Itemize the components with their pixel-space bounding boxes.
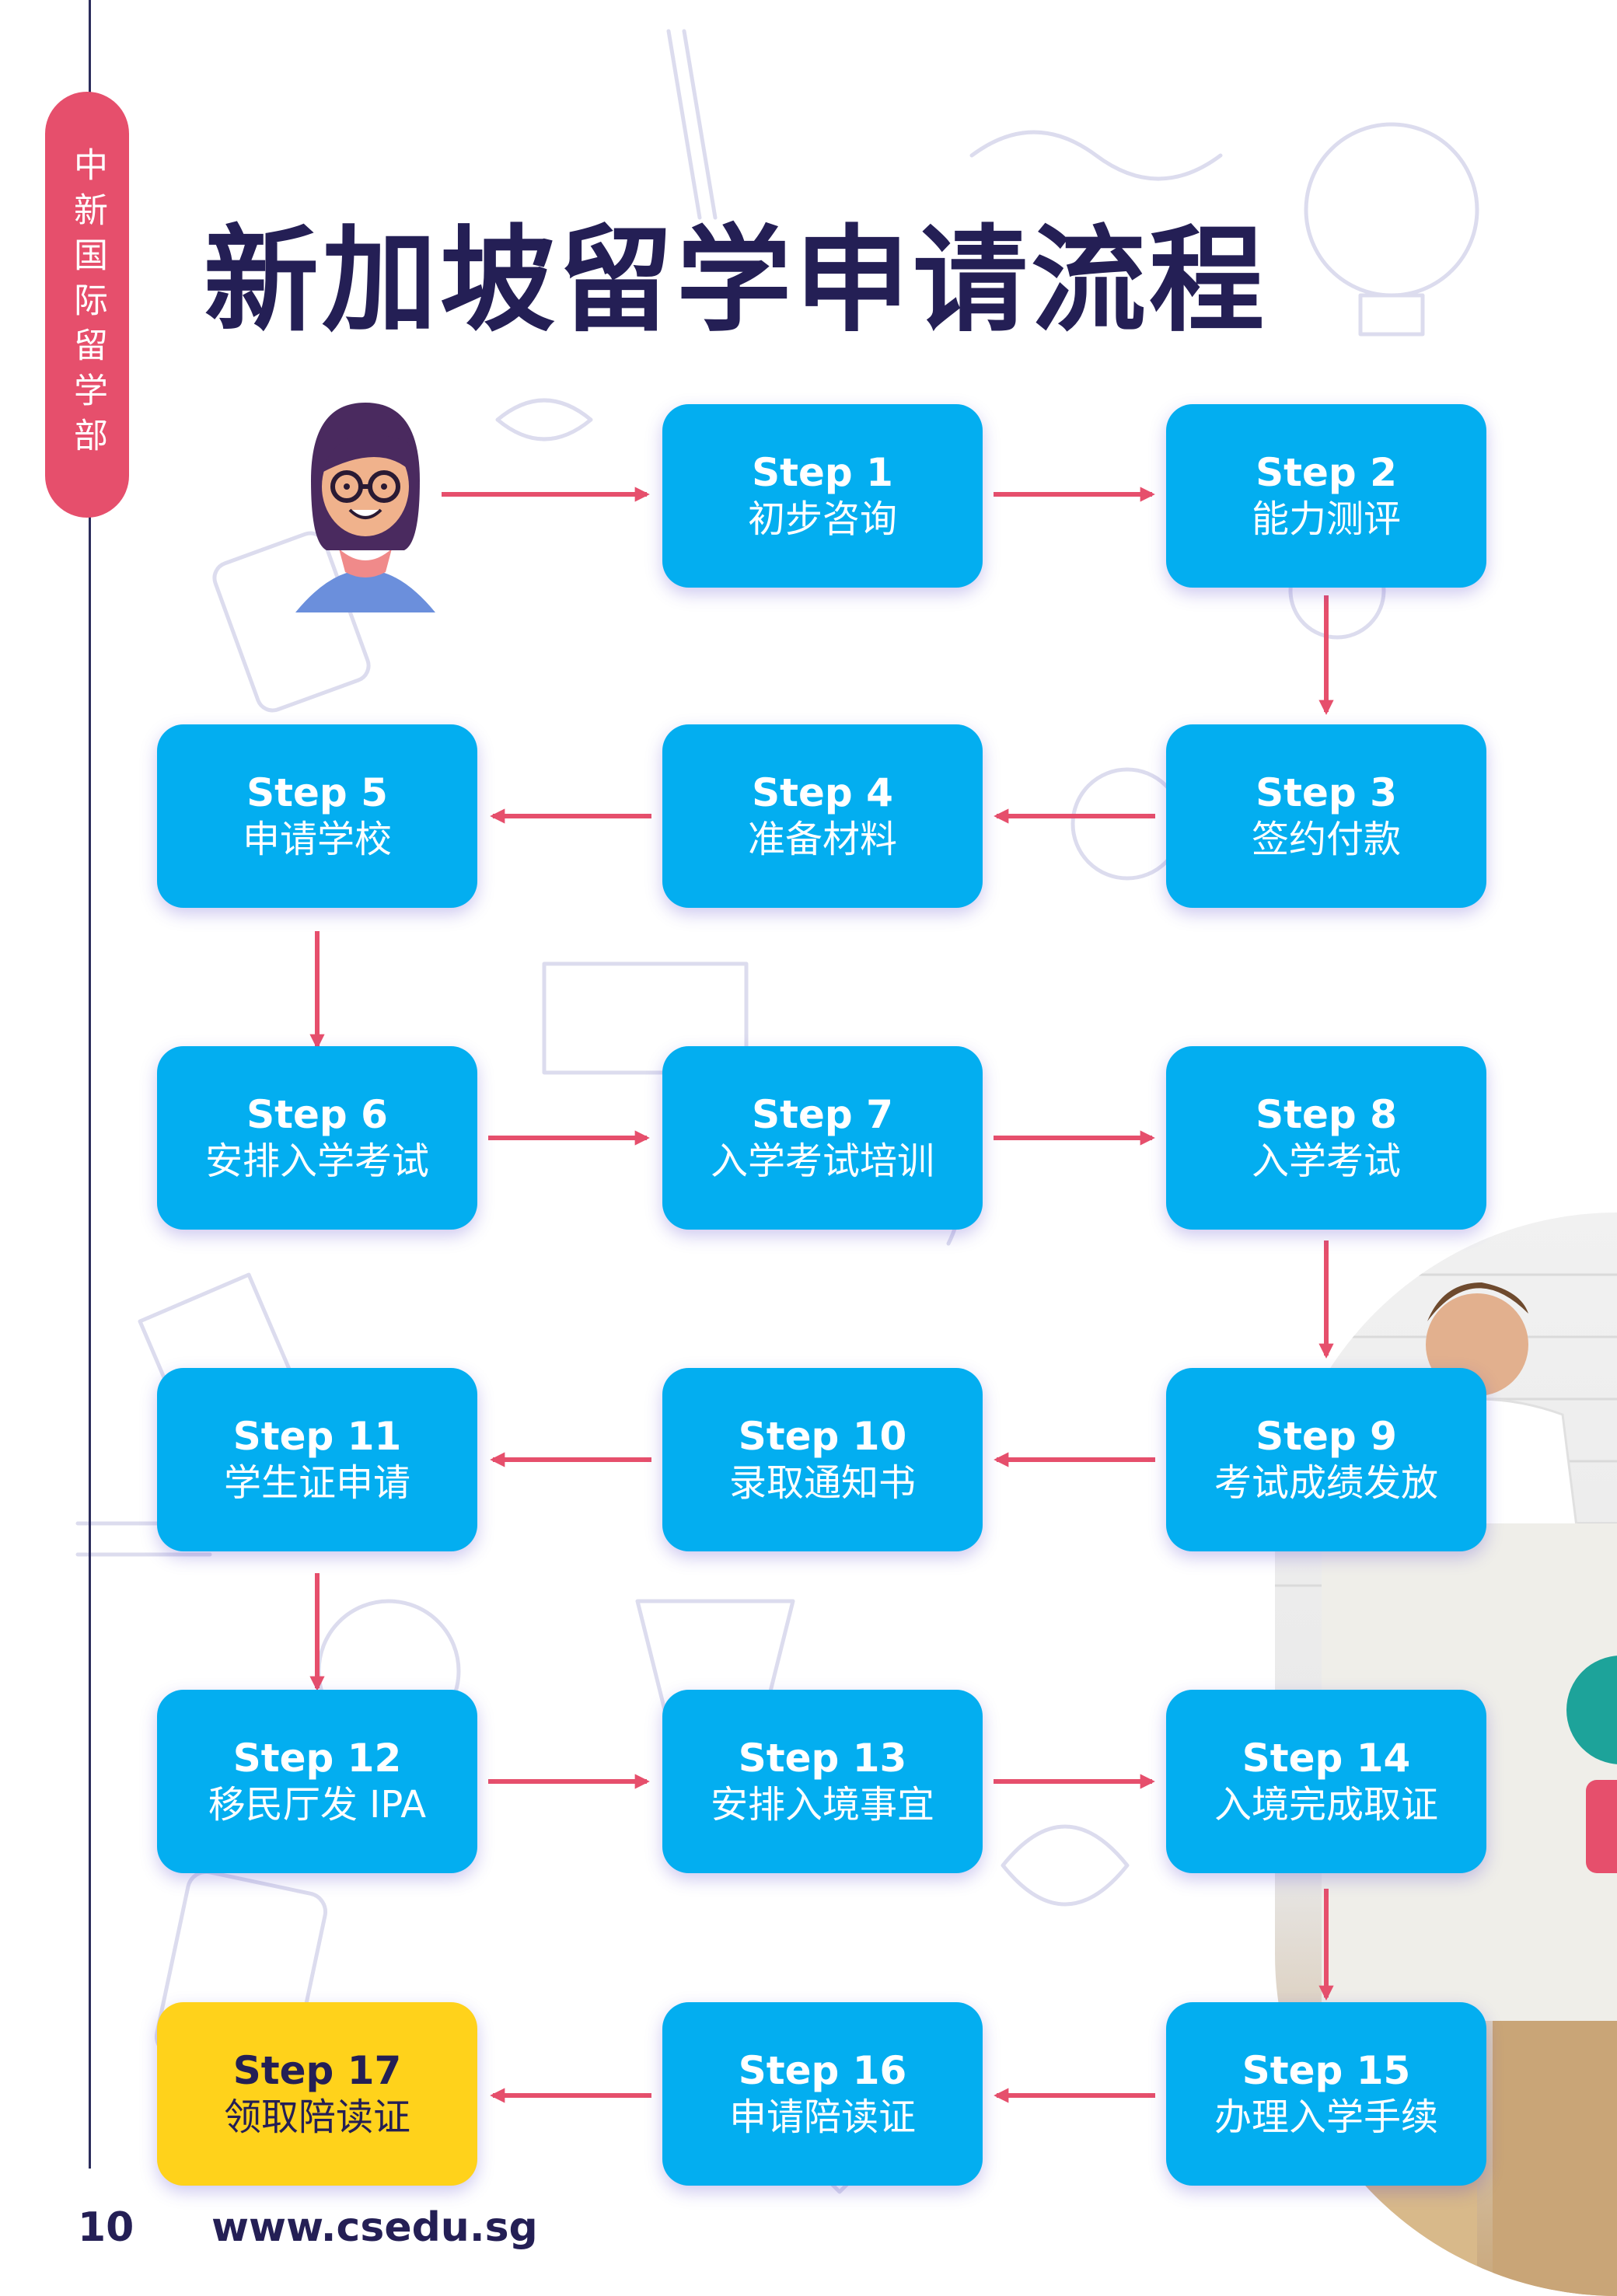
step-label: Step 2 [1256,450,1397,495]
avatar-illustration [295,403,435,612]
step-description: 领取陪读证 [223,2095,410,2139]
step-label: Step 17 [232,2048,402,2093]
step-description: 学生证申请 [223,1461,410,1505]
step-label: Step 4 [752,770,893,815]
step-label: Step 6 [246,1092,388,1137]
step-2: Step 2 能力测评 [1166,404,1486,588]
side-tab: 中新国际留学部 [45,92,129,518]
step-description: 初步咨询 [747,497,897,541]
step-15: Step 15 办理入学手续 [1166,2002,1486,2186]
step-label: Step 3 [1256,770,1397,815]
step-8: Step 8 入学考试 [1166,1046,1486,1230]
step-label: Step 7 [752,1092,893,1137]
step-description: 入境完成取证 [1214,1783,1438,1827]
step-description: 申请陪读证 [728,2095,916,2139]
step-description: 能力测评 [1251,497,1401,541]
step-13: Step 13 安排入境事宜 [662,1690,983,1873]
step-label: Step 11 [232,1414,402,1459]
step-label: Step 5 [246,770,388,815]
step-description: 办理入学手续 [1214,2095,1438,2139]
step-12: Step 12 移民厅发 IPA [157,1690,477,1873]
step-1: Step 1 初步咨询 [662,404,983,588]
side-tab-label: 中新国际留学部 [68,147,107,462]
step-description: 准备材料 [747,818,897,861]
step-5: Step 5 申请学校 [157,724,477,908]
step-3: Step 3 签约付款 [1166,724,1486,908]
step-label: Step 9 [1256,1414,1397,1459]
step-10: Step 10 录取通知书 [662,1368,983,1551]
step-description: 安排入境事宜 [710,1783,934,1827]
step-11: Step 11 学生证申请 [157,1368,477,1551]
step-14: Step 14 入境完成取证 [1166,1690,1486,1873]
step-label: Step 12 [232,1736,402,1781]
step-4: Step 4 准备材料 [662,724,983,908]
step-label: Step 8 [1256,1092,1397,1137]
step-description: 考试成绩发放 [1214,1461,1438,1505]
step-label: Step 13 [738,1736,907,1781]
page-title: 新加坡留学申请流程 [204,214,1267,347]
step-7: Step 7 入学考试培训 [662,1046,983,1230]
step-description: 入学考试 [1251,1139,1401,1183]
step-description: 入学考试培训 [710,1139,934,1183]
step-label: Step 1 [752,450,893,495]
step-label: Step 16 [738,2048,907,2093]
step-16: Step 16 申请陪读证 [662,2002,983,2186]
step-17: Step 17 领取陪读证 [157,2002,477,2186]
step-label: Step 10 [738,1414,907,1459]
step-description: 申请学校 [242,818,392,861]
step-label: Step 15 [1242,2048,1411,2093]
step-description: 移民厅发 IPA [208,1783,427,1827]
step-label: Step 14 [1242,1736,1411,1781]
left-vertical-line [89,0,91,2169]
page-number: 10 [78,2204,134,2251]
step-description: 签约付款 [1251,818,1401,861]
step-9: Step 9 考试成绩发放 [1166,1368,1486,1551]
step-description: 录取通知书 [728,1461,916,1505]
step-description: 安排入学考试 [204,1139,429,1183]
website-link[interactable]: www.csedu.sg [211,2204,538,2251]
step-6: Step 6 安排入学考试 [157,1046,477,1230]
